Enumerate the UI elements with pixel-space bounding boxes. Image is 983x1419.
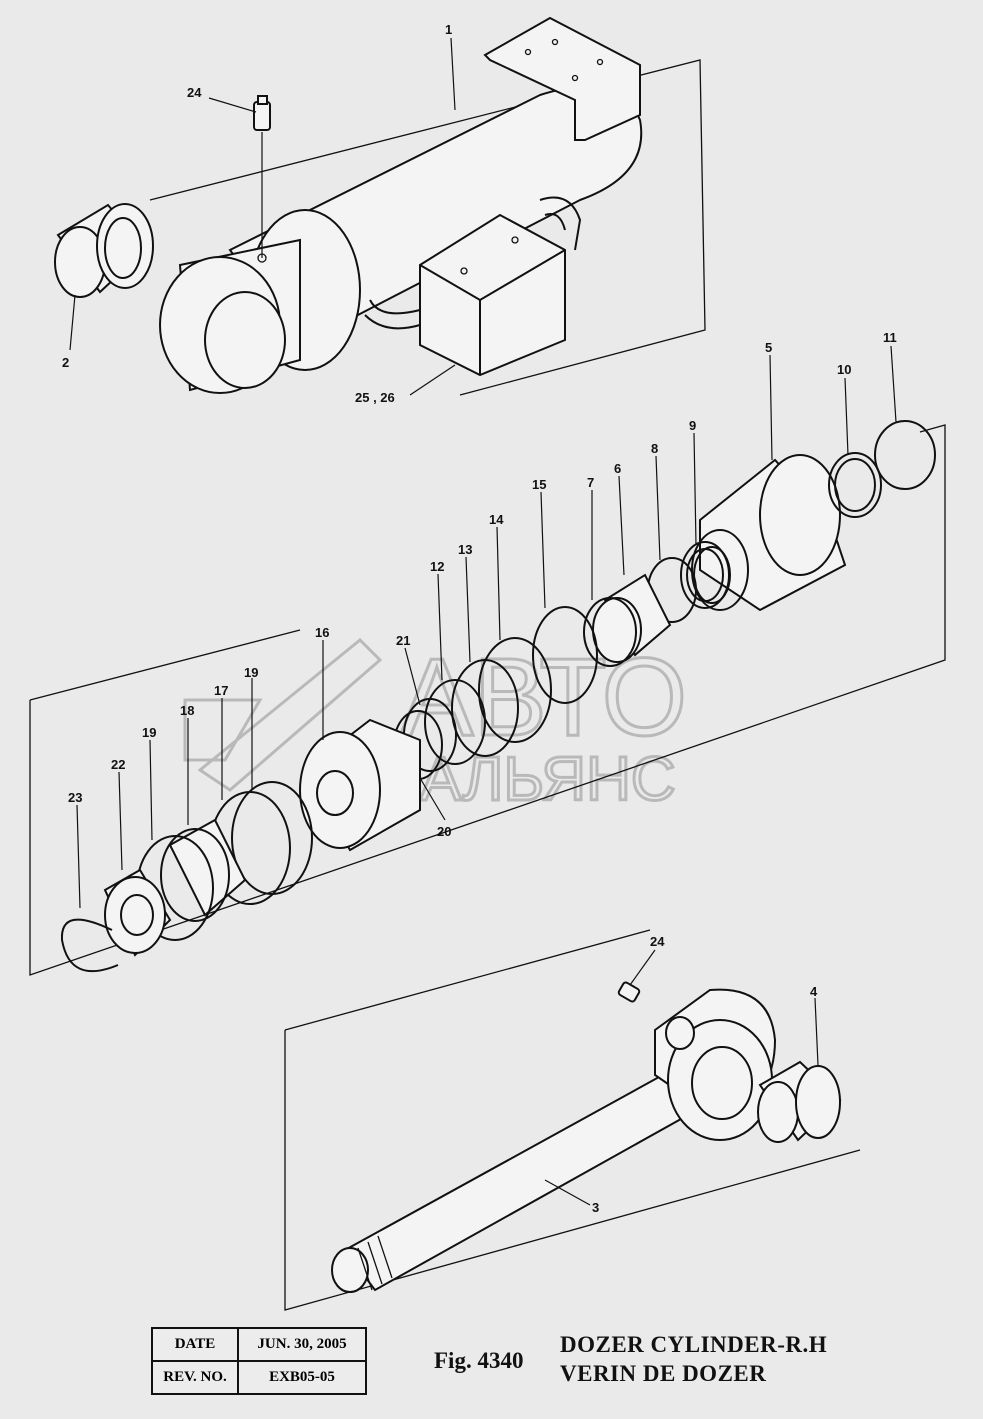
part-24-grease-nipple-top bbox=[253, 95, 271, 131]
part-23-snap-ring bbox=[60, 918, 119, 973]
callout-6: 6 bbox=[614, 461, 621, 476]
part-4-bushing bbox=[757, 1060, 842, 1143]
part-10-ring bbox=[828, 452, 882, 518]
callout-4: 4 bbox=[810, 984, 818, 999]
callout-3: 3 bbox=[592, 1200, 599, 1215]
revision-table: DATE JUN. 30, 2005 REV. NO. EXB05-05 bbox=[151, 1327, 367, 1395]
callout-17: 17 bbox=[214, 683, 228, 698]
watermark-line2: АЛЬЯНС bbox=[420, 745, 676, 814]
rev-row: REV. NO. EXB05-05 bbox=[151, 1360, 367, 1395]
part-1-cylinder-tube bbox=[159, 16, 643, 394]
figure-title: DOZER CYLINDER-R.H VERIN DE DOZER bbox=[560, 1330, 827, 1388]
leader-lines bbox=[69, 37, 897, 1206]
callout-5: 5 bbox=[765, 340, 772, 355]
callout-19-upper: 19 bbox=[244, 665, 258, 680]
callout-20: 20 bbox=[437, 824, 451, 839]
callout-11: 11 bbox=[883, 330, 897, 345]
part-15-backup-ring bbox=[532, 606, 598, 704]
callout-22: 22 bbox=[111, 757, 125, 772]
figure-number: Fig. 4340 bbox=[434, 1348, 524, 1373]
callout-24-top: 24 bbox=[187, 85, 202, 100]
date-value: JUN. 30, 2005 bbox=[237, 1327, 367, 1362]
callout-1: 1 bbox=[445, 22, 452, 37]
date-label: DATE bbox=[151, 1327, 239, 1362]
callout-24-bottom: 24 bbox=[650, 934, 665, 949]
title-french: VERIN DE DOZER bbox=[560, 1361, 767, 1386]
callout-10: 10 bbox=[837, 362, 851, 377]
callout-23: 23 bbox=[68, 790, 82, 805]
part-11-o-ring bbox=[874, 420, 936, 490]
part-14-o-ring bbox=[478, 637, 552, 743]
watermark-logo-mark bbox=[183, 637, 383, 792]
callout-16: 16 bbox=[315, 625, 329, 640]
callout-2: 2 bbox=[62, 355, 69, 370]
part-5-cylinder-head bbox=[691, 454, 847, 612]
part-24-grease-nipple-bottom bbox=[617, 981, 641, 1003]
callout-18: 18 bbox=[180, 703, 194, 718]
part-22-nut bbox=[103, 868, 172, 957]
callout-7: 7 bbox=[587, 475, 594, 490]
rev-label: REV. NO. bbox=[151, 1360, 239, 1395]
watermark: АВТО АЛЬЯНС bbox=[183, 635, 689, 816]
callout-14: 14 bbox=[489, 512, 504, 527]
part-7-ring bbox=[583, 597, 637, 667]
part-6-bush bbox=[592, 573, 672, 663]
callout-13: 13 bbox=[458, 542, 472, 557]
part-13-ring bbox=[451, 659, 519, 757]
title-english: DOZER CYLINDER-R.H bbox=[560, 1332, 828, 1357]
watermark-line1: АВТО bbox=[400, 636, 687, 759]
part-9-seal bbox=[680, 541, 730, 609]
part-18-seal bbox=[160, 818, 247, 922]
callout-8: 8 bbox=[651, 441, 658, 456]
callout-25-26: 25 , 26 bbox=[355, 390, 395, 405]
callout-9: 9 bbox=[689, 418, 696, 433]
callout-21: 21 bbox=[396, 633, 410, 648]
callout-12: 12 bbox=[430, 559, 444, 574]
rev-value: EXB05-05 bbox=[237, 1360, 367, 1395]
part-2-bushing bbox=[54, 203, 154, 298]
part-3-piston-rod bbox=[331, 988, 777, 1293]
callout-numbers: 1 24 2 25 , 26 5 10 11 9 8 6 7 15 14 13 … bbox=[62, 22, 897, 1215]
part-12-ring bbox=[424, 679, 486, 765]
part-16-piston bbox=[299, 718, 421, 852]
date-row: DATE JUN. 30, 2005 bbox=[151, 1327, 367, 1362]
callout-15: 15 bbox=[532, 477, 546, 492]
frame-lines bbox=[29, 59, 946, 1311]
callout-19-lower: 19 bbox=[142, 725, 156, 740]
